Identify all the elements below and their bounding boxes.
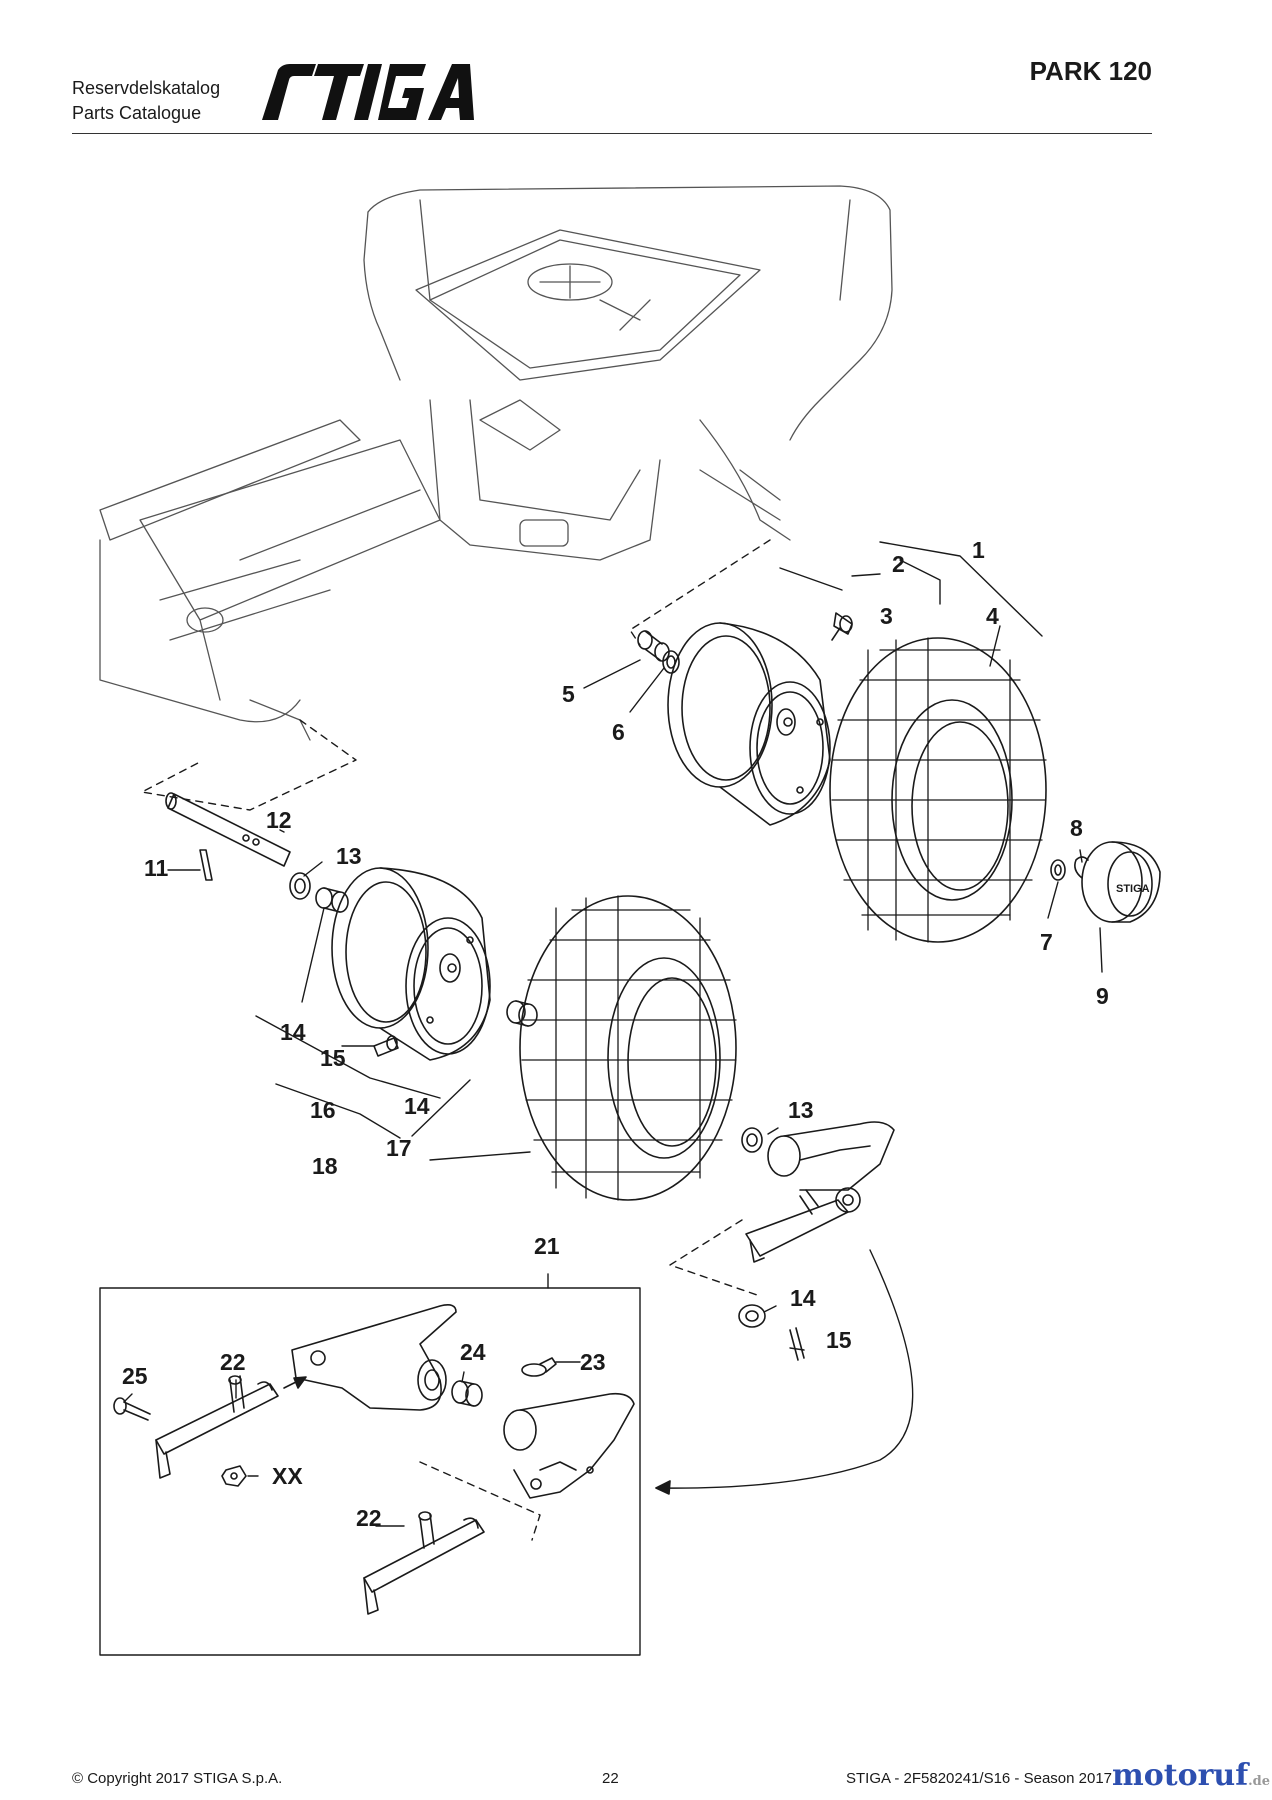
callout-15-bracket: 15 <box>826 1327 852 1353</box>
pin-part-11 <box>199 849 213 881</box>
callout-24: 24 <box>460 1339 486 1365</box>
callout-8: 8 <box>1070 815 1083 841</box>
hub-cap-part-9: STIGA <box>1081 841 1161 923</box>
washer-part-14-bracket <box>738 1304 766 1328</box>
watermark: motoruf.de <box>1112 1758 1270 1793</box>
callout-xx: XX <box>272 1463 303 1489</box>
leader-lines <box>123 541 1103 1527</box>
callout-14-bracket: 14 <box>790 1285 816 1311</box>
callout-4: 4 <box>986 603 999 629</box>
left-wheel-assembly <box>165 792 763 1201</box>
mounting-plate-part-22-lower <box>363 1511 485 1615</box>
detail-box-part-21 <box>99 1287 641 1656</box>
catalog-title: Reservdelskatalog Parts Catalogue <box>72 76 220 126</box>
callout-16: 16 <box>310 1097 336 1123</box>
callout-23: 23 <box>580 1349 606 1375</box>
callout-25: 25 <box>122 1363 148 1389</box>
callout-11: 11 <box>144 855 169 881</box>
callout-2: 2 <box>892 551 905 577</box>
callout-3: 3 <box>880 603 893 629</box>
callout-18: 18 <box>312 1153 338 1179</box>
circlip-part-8 <box>1074 856 1089 879</box>
callout-12: 12 <box>266 807 292 833</box>
spacer-part-5 <box>637 630 670 662</box>
callout-9: 9 <box>1096 983 1109 1009</box>
assembled-bracket <box>503 1392 635 1499</box>
axle-part-12 <box>165 792 291 867</box>
nut-part-xx <box>221 1465 247 1487</box>
detail-arrow-head <box>655 1480 671 1495</box>
callout-22-upper: 22 <box>220 1349 246 1375</box>
valve-part-15-left <box>373 1035 399 1057</box>
callout-13-left: 13 <box>336 843 362 869</box>
callout-15-left: 15 <box>320 1045 346 1071</box>
callout-17: 17 <box>386 1135 412 1161</box>
callout-14-left: 14 <box>280 1019 306 1045</box>
callout-21: 21 <box>534 1233 560 1259</box>
bolt-part-25 <box>113 1397 151 1421</box>
model-name: PARK 120 <box>1029 56 1152 86</box>
callout-22-lower: 22 <box>356 1505 382 1531</box>
washer-part-6 <box>662 650 680 674</box>
hub-cap-logo-text: STIGA <box>1116 883 1150 895</box>
rim-part-2 <box>667 622 831 826</box>
callout-1: 1 <box>972 537 985 563</box>
tire-part-4 <box>829 637 1047 943</box>
grease-nipple-part-23 <box>521 1357 557 1377</box>
bracket-part-21 <box>291 1304 457 1411</box>
footer-copyright: © Copyright 2017 STIGA S.p.A. <box>72 1770 283 1787</box>
watermark-main: motoruf <box>1112 1758 1249 1793</box>
mounting-plate-part-22-upper <box>155 1375 279 1479</box>
callout-labels: 1 2 3 4 5 6 7 8 9 11 12 13 14 15 14 16 1… <box>122 537 1109 1531</box>
callout-13-right: 13 <box>788 1097 814 1123</box>
bushing-part-24 <box>451 1380 483 1407</box>
detail-arrow <box>655 1249 914 1489</box>
footer-document-id: STIGA - 2F5820241/S16 - Season 2017 <box>846 1770 1113 1787</box>
catalog-title-swedish: Reservdelskatalog <box>72 78 221 98</box>
callout-5: 5 <box>562 681 575 707</box>
footer-page-number: 22 <box>602 1770 619 1787</box>
valve-part-3 <box>831 612 853 641</box>
bushing-part-14-left <box>315 887 349 913</box>
rim-part-16 <box>331 867 491 1061</box>
washer-part-13-left <box>289 872 311 900</box>
header-divider <box>72 133 1152 134</box>
callout-7: 7 <box>1040 929 1053 955</box>
tire-part-17 <box>519 895 737 1201</box>
callout-14-rim: 14 <box>404 1093 430 1119</box>
stiga-logo <box>262 64 474 120</box>
axle-bracket <box>738 1121 895 1361</box>
pin-part-15-bracket <box>789 1327 805 1361</box>
assembly-lines <box>141 539 771 1541</box>
callout-6: 6 <box>612 719 625 745</box>
right-wheel-assembly: STIGA <box>637 612 1161 943</box>
detail-box-parts <box>113 1304 635 1615</box>
watermark-suffix: .de <box>1248 1774 1271 1789</box>
washer-part-13-right <box>741 1127 763 1153</box>
washer-part-7 <box>1050 859 1066 881</box>
tractor-chassis <box>99 185 893 741</box>
catalog-title-english: Parts Catalogue <box>72 103 202 123</box>
